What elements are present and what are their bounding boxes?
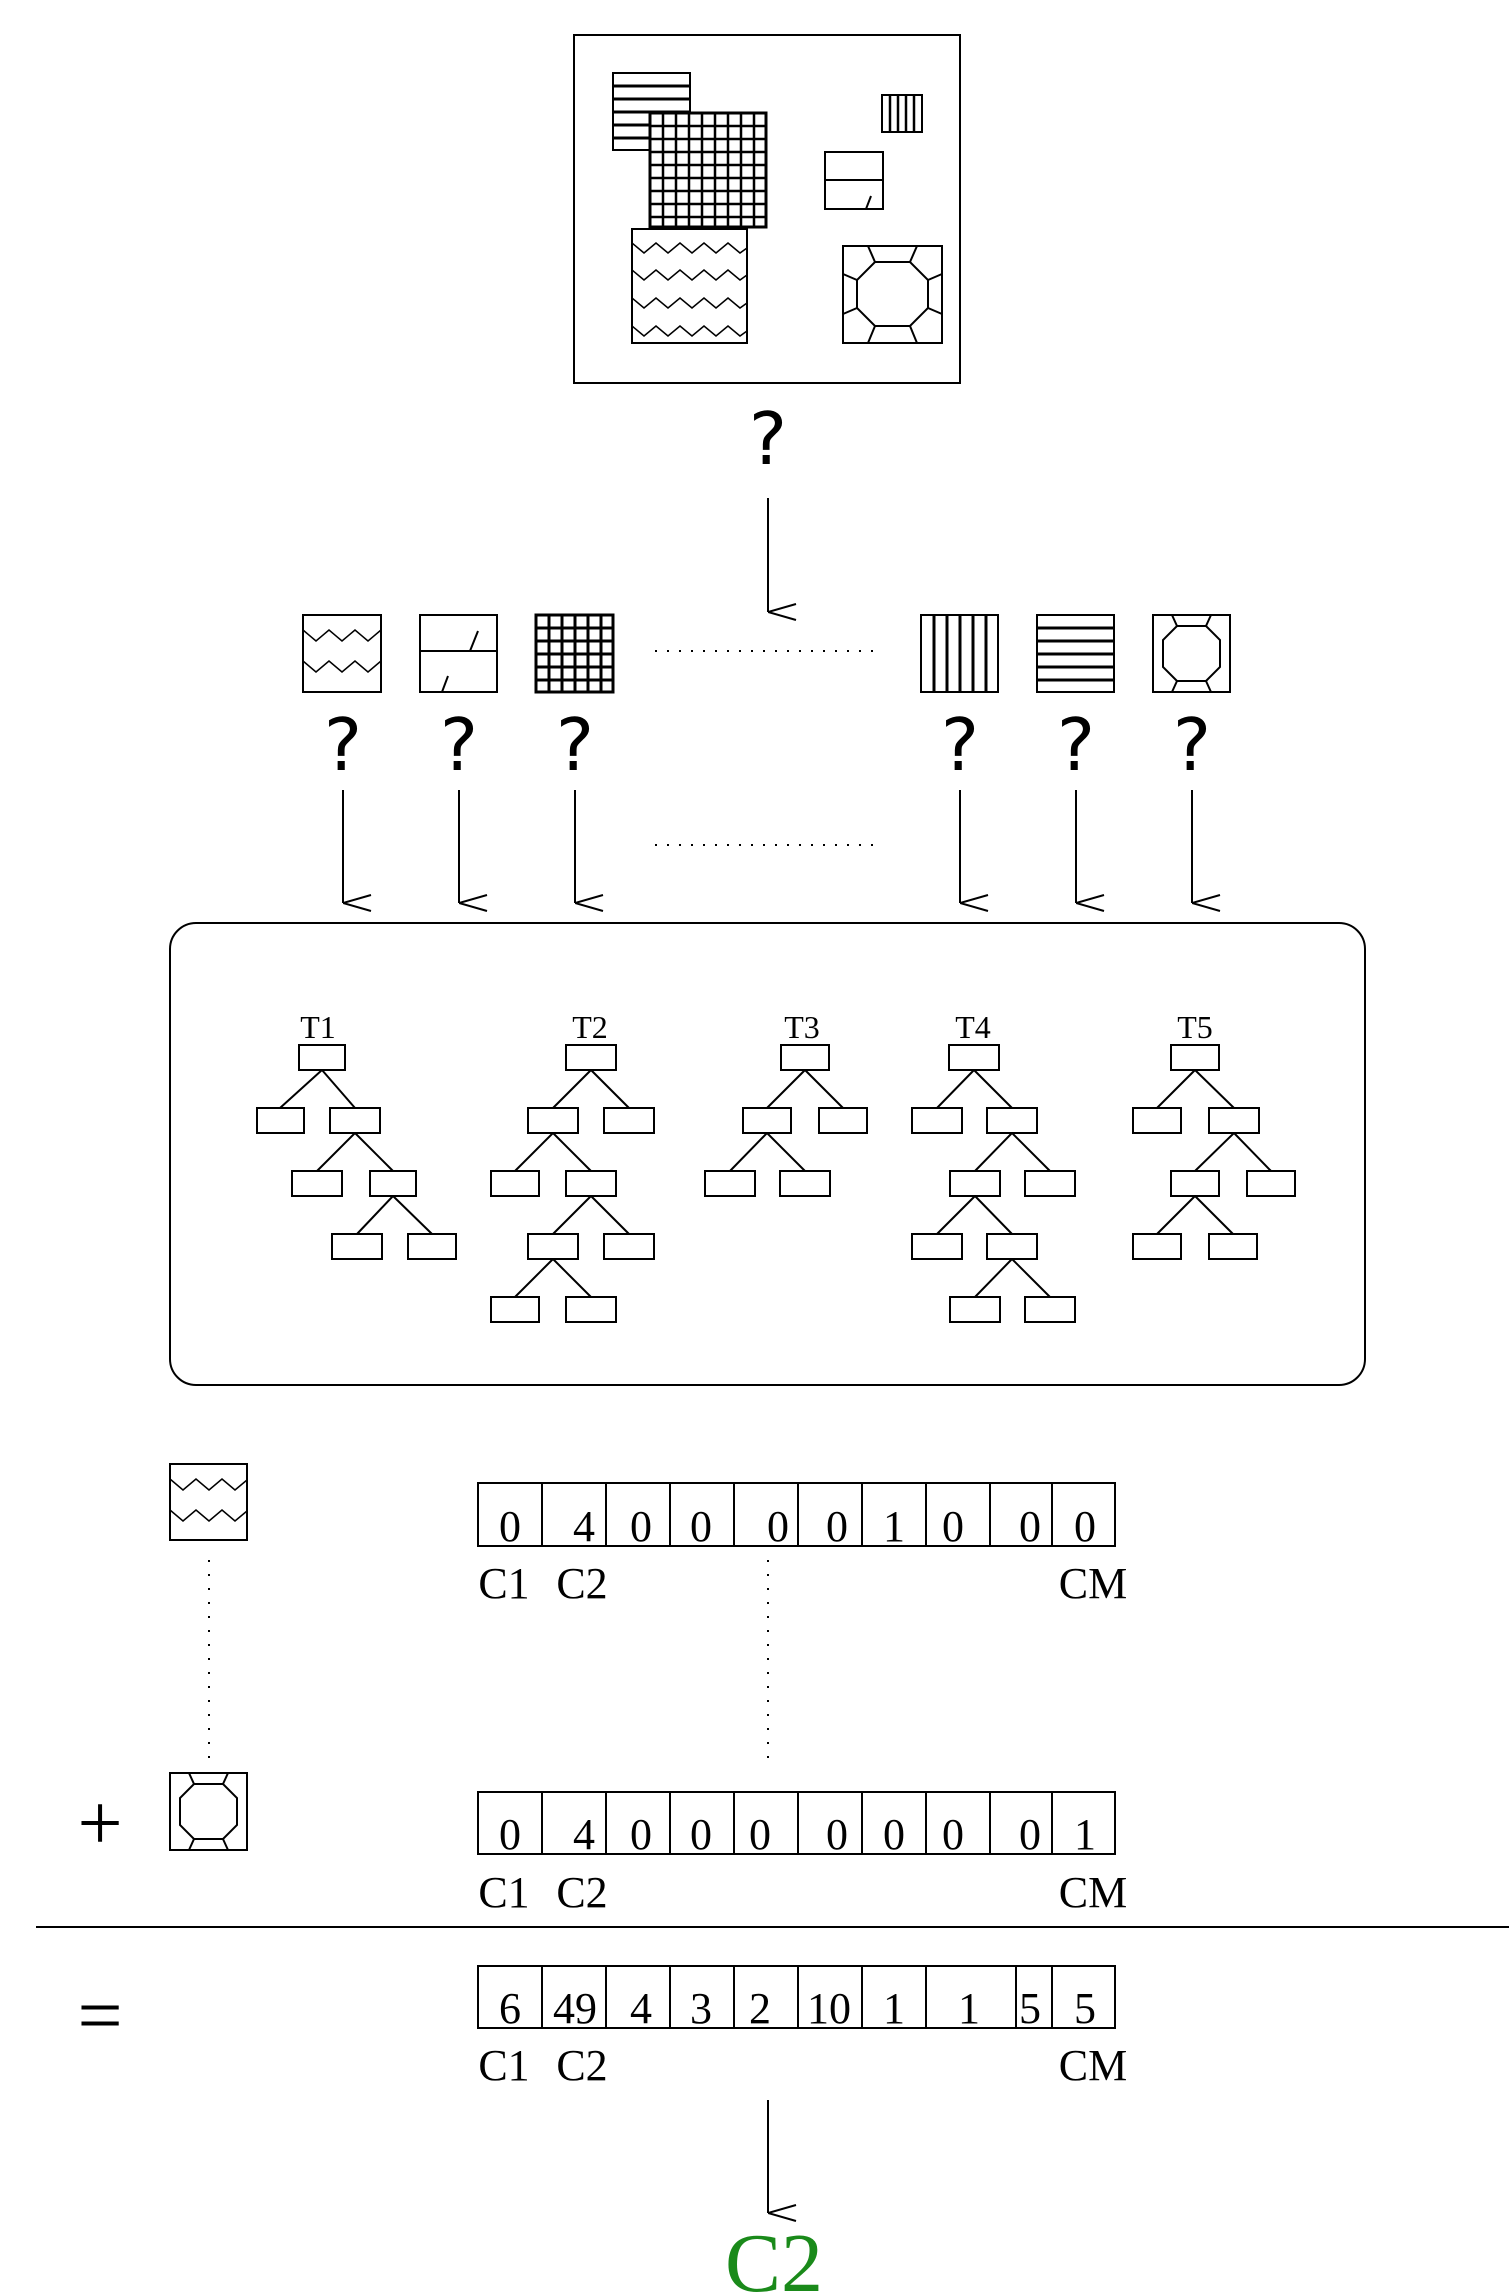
bin-value: 0 [942,1502,964,1551]
octagon-patch [842,245,943,344]
zigzag-icon [302,614,382,693]
question-mark: ? [324,703,362,787]
bin-value: 1 [883,1984,905,2033]
zigzag-patch [631,228,748,344]
bin-value: 0 [767,1502,789,1551]
class-label-cm: CM [1059,2041,1127,2090]
bin-value: 5 [1074,1984,1096,2033]
bin-value: 0 [942,1810,964,1859]
bin-value: 2 [749,1984,771,2033]
tree-label: T1 [300,1009,336,1045]
split-box-icon [419,614,498,693]
bin-value: 5 [1019,1984,1041,2033]
vertical-stripes-icon [920,614,999,693]
bin-value: 1 [1074,1810,1096,1859]
question-mark: ? [941,703,979,787]
tree-t1: T1 [256,1009,457,1260]
patch-row [302,613,1231,694]
forest-panel: T1 T2 [169,922,1366,1386]
equals-operator: = [77,1972,122,2060]
grid-patch [648,111,768,229]
bin-value: 0 [826,1502,848,1551]
class-label-c1: C1 [478,1559,529,1608]
class-label-c1: C1 [478,1868,529,1917]
tree-t4: T4 [911,1009,1076,1323]
bin-value: 1 [958,1984,980,2033]
class-label-c1: C1 [478,2041,529,2090]
bin-value: 4 [573,1810,595,1859]
bin-value: 6 [499,1984,521,2033]
bin-value: 0 [1074,1502,1096,1551]
question-mark: ? [1173,703,1211,787]
question-mark: ? [556,703,594,787]
bin-value: 0 [630,1502,652,1551]
split-box-patch [824,151,884,210]
bin-value: 10 [807,1984,851,2033]
bin-value: 0 [690,1810,712,1859]
zigzag-icon [169,1463,248,1541]
bin-value: 0 [749,1810,771,1859]
histogram-vector-2: 0 4 0 0 0 0 0 0 0 1 C1 C2 CM [477,1791,1127,1917]
octagon-icon [1152,614,1231,693]
histogram-vector-sum: 6 49 4 3 2 10 1 1 5 5 C1 C2 CM [477,1965,1127,2090]
bin-value: 0 [630,1810,652,1859]
question-mark: ? [440,703,478,787]
vertical-stripes-patch [881,94,923,133]
tree-t5: T5 [1132,1009,1296,1260]
tree-label: T2 [572,1009,608,1045]
predicted-class: C2 [725,2217,823,2294]
bin-value: 0 [690,1502,712,1551]
class-label-c2: C2 [556,1559,607,1608]
grid-icon [534,613,615,694]
class-label-cm: CM [1059,1559,1127,1608]
bin-value: 0 [826,1810,848,1859]
bin-value: 0 [499,1502,521,1551]
tree-label: T4 [955,1009,991,1045]
question-mark: ? [1057,703,1095,787]
tree-label: T5 [1177,1009,1213,1045]
class-label-c2: C2 [556,1868,607,1917]
bin-value: 3 [690,1984,712,2033]
class-label-cm: CM [1059,1868,1127,1917]
horizontal-stripes-icon [1036,614,1115,693]
bin-value: 4 [630,1984,652,2033]
class-label-c2: C2 [556,2041,607,2090]
histogram-vector-1: 0 4 0 0 0 0 1 0 0 0 C1 C2 CM [477,1482,1127,1608]
bin-value: 0 [499,1810,521,1859]
bin-value: 0 [1019,1810,1041,1859]
bin-value: 1 [883,1502,905,1551]
bin-value: 4 [573,1502,595,1551]
tree-label: T3 [784,1009,820,1045]
input-image [573,34,961,384]
tree-t3: T3 [704,1009,868,1197]
plus-operator: + [77,1780,122,1868]
octagon-icon [169,1772,248,1851]
patch-arrows [342,790,1192,903]
question-mark: ? [749,397,787,481]
bin-value: 49 [553,1984,597,2033]
bin-value: 0 [1019,1502,1041,1551]
bin-value: 0 [883,1810,905,1859]
tree-t2: T2 [490,1009,655,1323]
